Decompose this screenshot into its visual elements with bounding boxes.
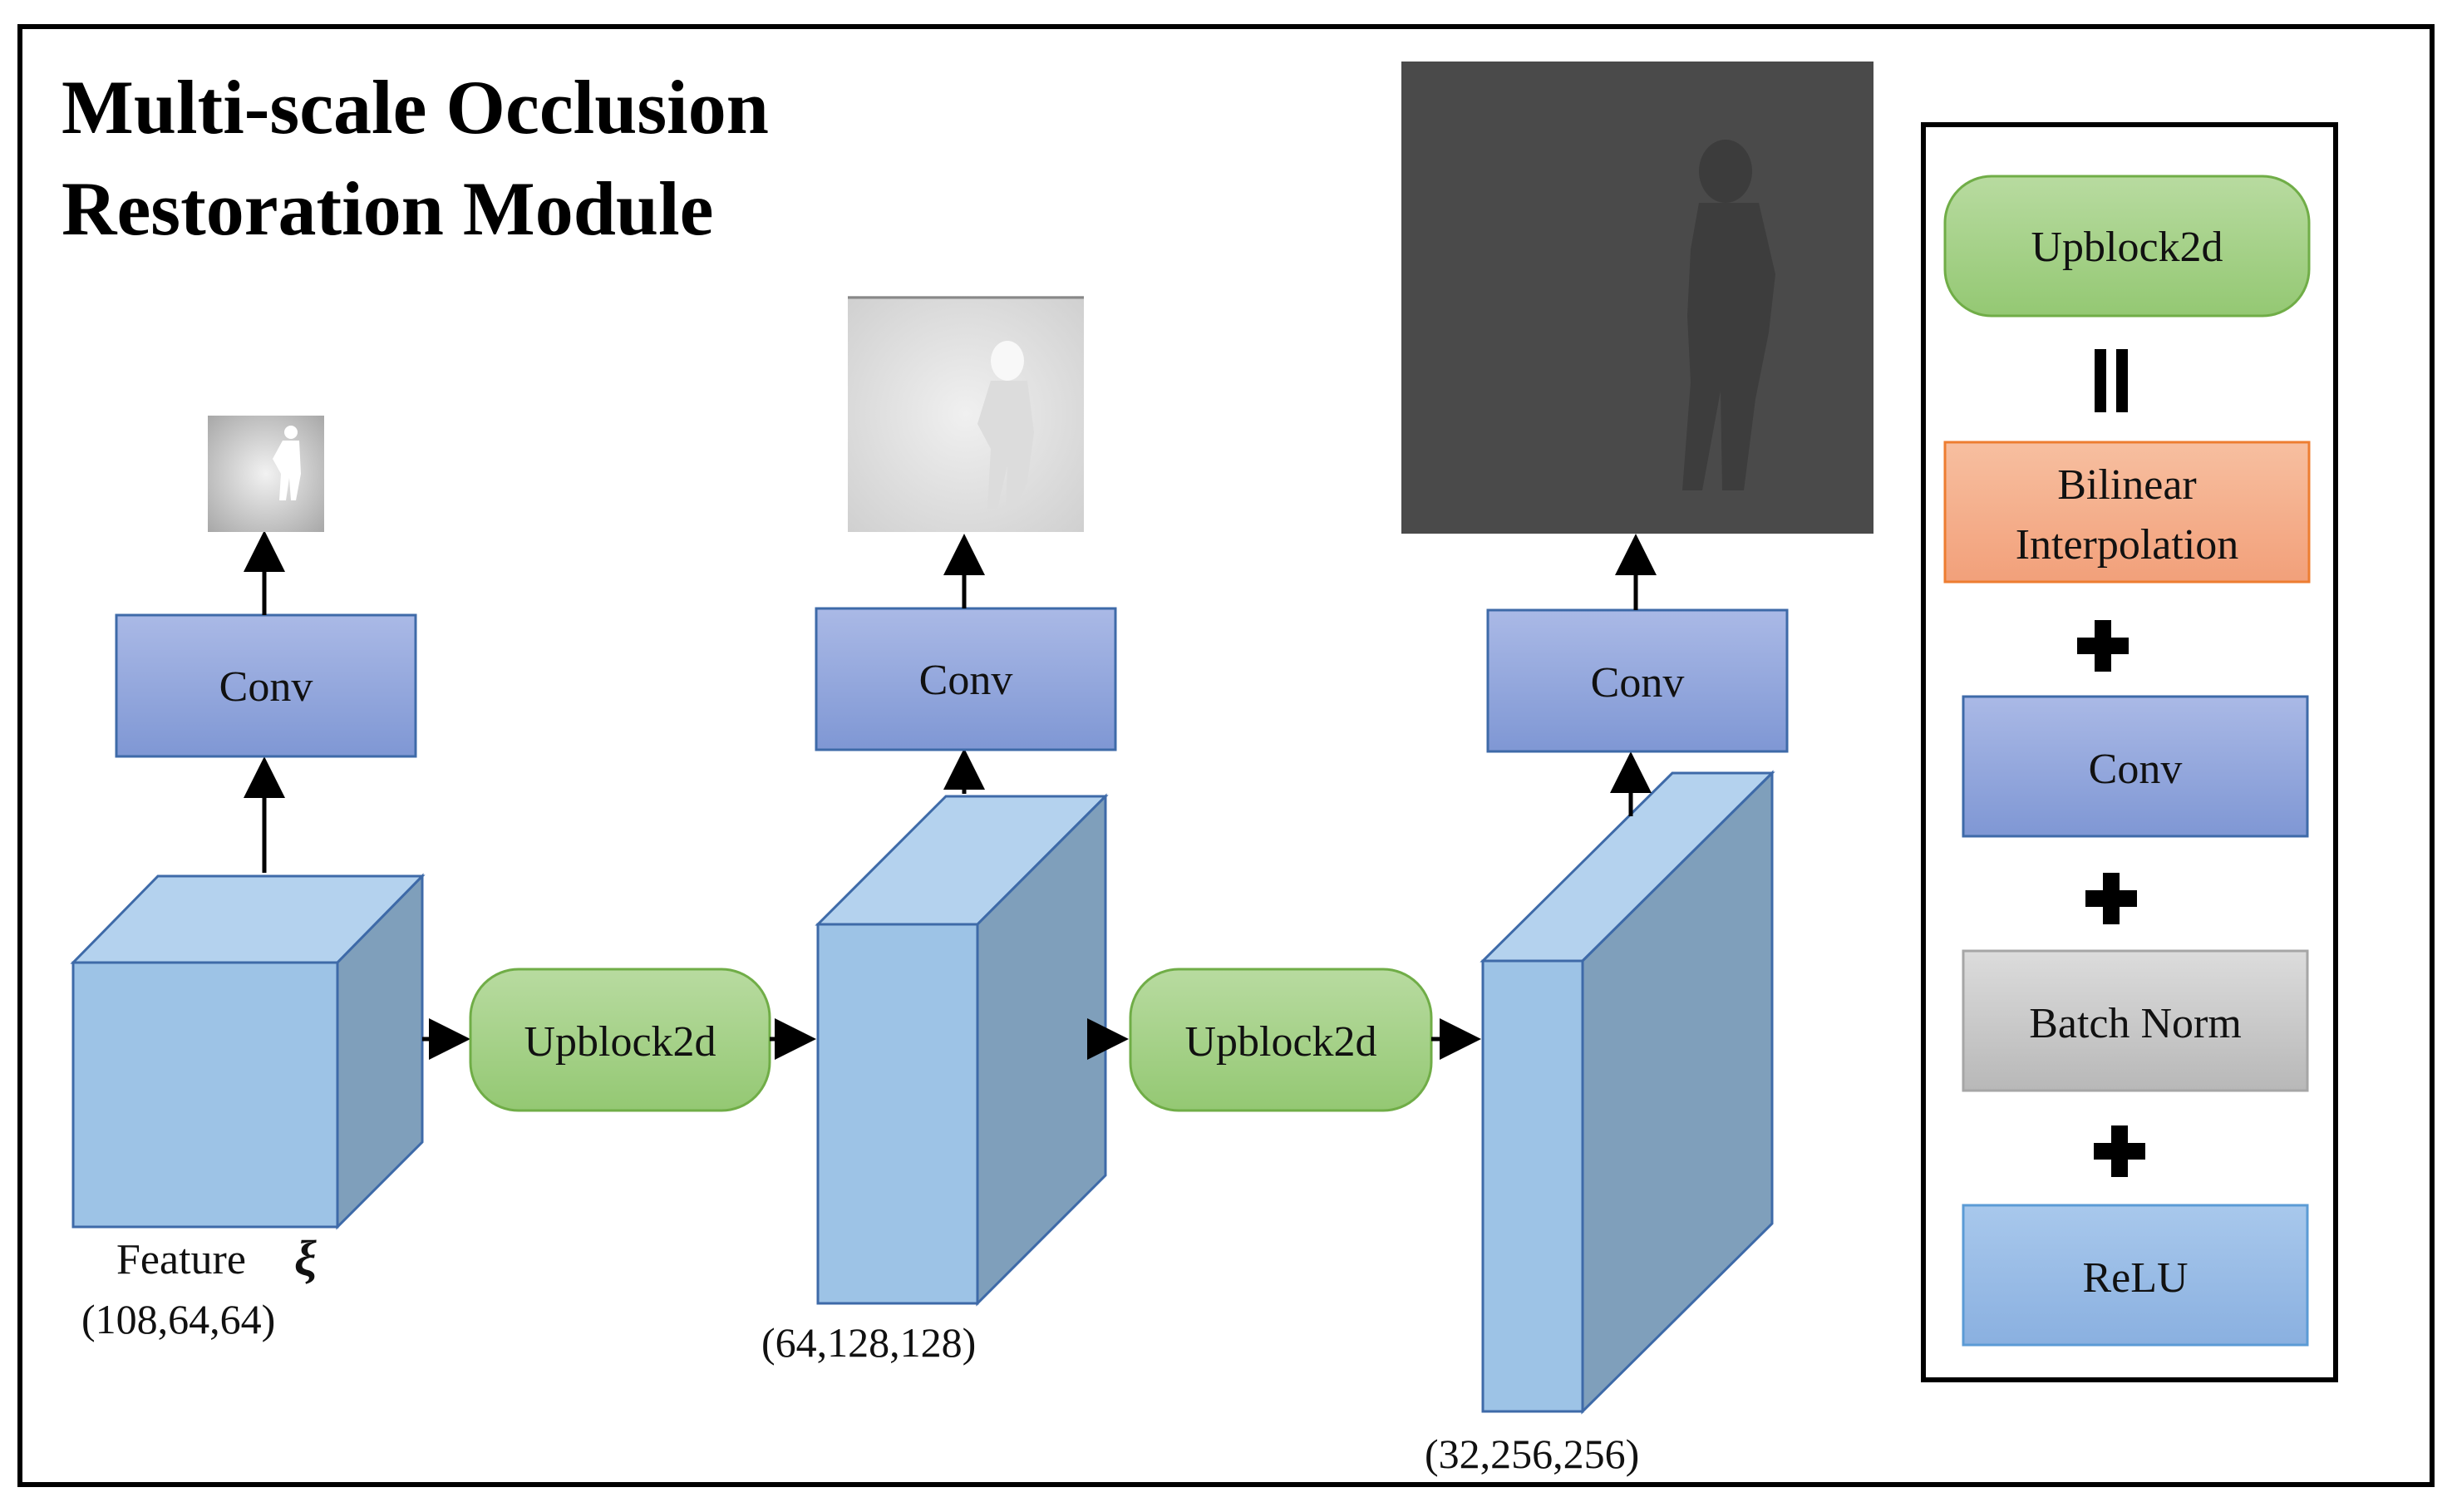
legend-upblock2d: Upblock2d — [1943, 175, 2311, 318]
svg-text:Bilinear: Bilinear — [2057, 461, 2197, 509]
diagram-title-line2: Restoration Module — [62, 166, 713, 251]
svg-text:ReLU: ReLU — [2082, 1254, 2188, 1302]
svg-text:Upblock2d: Upblock2d — [1184, 1018, 1376, 1066]
plus-icon — [2085, 873, 2137, 924]
upblock2d-block-1: Upblock2d — [469, 968, 771, 1112]
feature-cube-3 — [1480, 770, 1775, 1415]
feature-cube-2 — [815, 793, 1109, 1307]
conv-box-3: Conv — [1486, 608, 1789, 753]
conv-box-1: Conv — [115, 613, 417, 758]
stage1-shape: (108,64,64) — [81, 1296, 275, 1342]
svg-text:Upblock2d: Upblock2d — [2031, 224, 2223, 271]
plus-icon — [2094, 1125, 2145, 1177]
diagram-title-line1: Multi-scale Occlusion — [62, 65, 769, 150]
legend-bilinear-interpolation: Bilinear Interpolation — [1943, 441, 2311, 584]
legend-relu: ReLU — [1962, 1204, 2309, 1347]
svg-text:Conv: Conv — [2089, 746, 2183, 793]
svg-text:Batch Norm: Batch Norm — [2029, 1000, 2242, 1047]
svg-text:Conv: Conv — [219, 663, 313, 711]
equals-icon — [2095, 349, 2128, 412]
plus-icon — [2077, 620, 2129, 672]
svg-text:Interpolation: Interpolation — [2016, 521, 2239, 569]
stage2-shape: (64,128,128) — [761, 1319, 976, 1366]
person-silhouette-map-large — [1401, 62, 1873, 534]
person-silhouette-map-medium — [848, 296, 1084, 532]
svg-text:Upblock2d: Upblock2d — [524, 1018, 716, 1066]
stage3-shape: (32,256,256) — [1425, 1431, 1639, 1477]
feature-cube-1 — [70, 873, 426, 1230]
feature-xi-symbol: ξ — [294, 1231, 317, 1286]
upblock2d-block-2: Upblock2d — [1129, 968, 1433, 1112]
svg-text:Conv: Conv — [1591, 659, 1685, 707]
legend-conv: Conv — [1962, 695, 2309, 838]
person-silhouette-map-small — [208, 416, 324, 532]
legend-batch-norm: Batch Norm — [1962, 949, 2309, 1092]
feature-label: Feature — [116, 1236, 246, 1283]
svg-text:Conv: Conv — [919, 657, 1013, 704]
conv-box-2: Conv — [815, 607, 1117, 751]
